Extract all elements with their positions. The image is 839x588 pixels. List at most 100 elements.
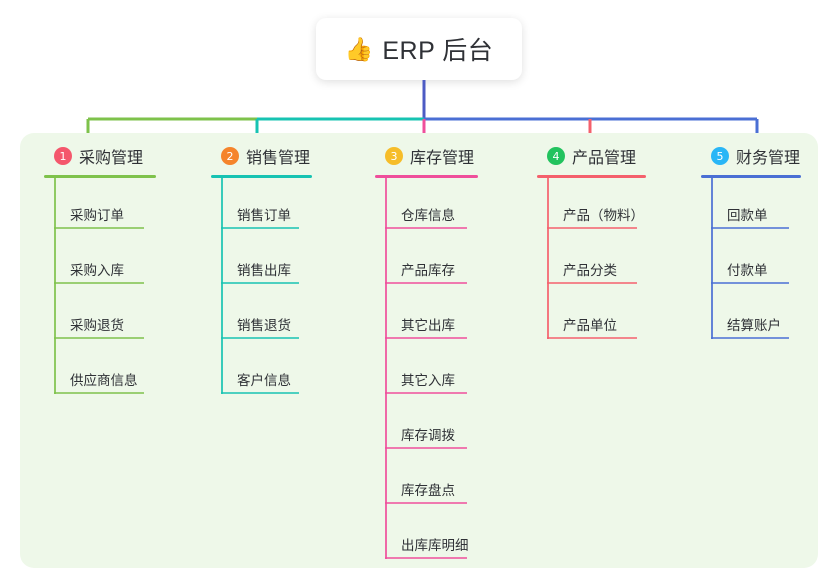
branch-item-list: 回款单付款单结算账户 [693, 178, 806, 343]
branch-item-list: 采购订单采购入库采购退货供应商信息 [36, 178, 163, 398]
branch-item[interactable]: 产品分类 [529, 233, 651, 288]
branch-item[interactable]: 产品（物料） [529, 178, 651, 233]
branch-item-underline [54, 392, 144, 394]
branch-title-label: 产品管理 [572, 150, 637, 167]
branch-spine [54, 178, 56, 394]
branch-header-underline [701, 175, 801, 178]
branch-item[interactable]: 其它出库 [367, 288, 482, 343]
branch-spine [547, 178, 549, 339]
branch-item[interactable]: 销售出库 [203, 233, 316, 288]
branch-item-underline [385, 227, 467, 229]
branch-item-underline [221, 282, 299, 284]
branch-item-label: 付款单 [727, 263, 768, 278]
branch-item-underline [711, 337, 789, 339]
branch-item-label: 采购退货 [70, 318, 124, 333]
branch-item-label: 回款单 [727, 208, 768, 223]
branch-title-label: 库存管理 [410, 150, 475, 167]
branch-item-underline [221, 392, 299, 394]
branch-column-库存管理[interactable]: 3 库存管理仓库信息产品库存其它出库其它入库库存调拨库存盘点出库库明细 [367, 143, 482, 563]
branch-item-underline [385, 557, 467, 559]
branch-item-label: 供应商信息 [70, 373, 138, 388]
branch-item-underline [385, 447, 467, 449]
branch-item-list: 销售订单销售出库销售退货客户信息 [203, 178, 316, 398]
branch-spine [711, 178, 713, 339]
branch-item[interactable]: 采购入库 [36, 233, 163, 288]
branch-item[interactable]: 付款单 [693, 233, 806, 288]
branch-header-库存管理[interactable]: 3 库存管理 [367, 143, 482, 169]
branch-item[interactable]: 仓库信息 [367, 178, 482, 233]
branch-item[interactable]: 销售订单 [203, 178, 316, 233]
branches-panel [20, 133, 818, 568]
branch-item-label: 采购订单 [70, 208, 124, 223]
branch-item-label: 库存调拨 [401, 428, 455, 443]
branch-item-underline [54, 337, 144, 339]
branch-number-badge-3: 3 [385, 147, 403, 165]
branch-header-underline [211, 175, 312, 178]
branch-item[interactable]: 结算账户 [693, 288, 806, 343]
branch-item-underline [385, 337, 467, 339]
root-node-erp-backend[interactable]: 👍 ERP 后台 [316, 18, 522, 80]
branch-title-label: 采购管理 [79, 150, 144, 167]
branch-item-label: 产品单位 [563, 318, 617, 333]
branch-header-采购管理[interactable]: 1 采购管理 [36, 143, 163, 169]
branch-item-list: 仓库信息产品库存其它出库其它入库库存调拨库存盘点出库库明细 [367, 178, 482, 563]
branch-item-label: 销售退货 [237, 318, 291, 333]
branch-item-label: 其它入库 [401, 373, 455, 388]
branch-column-产品管理[interactable]: 4 产品管理产品（物料） 产品分类产品单位 [529, 143, 651, 343]
branch-item[interactable]: 销售退货 [203, 288, 316, 343]
branch-item[interactable]: 回款单 [693, 178, 806, 233]
branch-spine [385, 178, 387, 559]
branch-item-label: 采购入库 [70, 263, 124, 278]
branch-item-label: 产品库存 [401, 263, 455, 278]
branch-item-list: 产品（物料） 产品分类产品单位 [529, 178, 651, 343]
branch-column-财务管理[interactable]: 5 财务管理回款单付款单结算账户 [693, 143, 806, 343]
branch-title-label: 财务管理 [736, 150, 801, 167]
branch-spine [221, 178, 223, 394]
branch-item[interactable]: 产品单位 [529, 288, 651, 343]
thumbs-up-icon: 👍 [344, 35, 374, 62]
branch-item[interactable]: 出库库明细 [367, 508, 482, 563]
branch-item-label: 产品分类 [563, 263, 617, 278]
branch-item[interactable]: 采购订单 [36, 178, 163, 233]
branch-item-label: 库存盘点 [401, 483, 455, 498]
branch-item-underline [547, 227, 637, 229]
branch-item[interactable]: 采购退货 [36, 288, 163, 343]
branch-header-财务管理[interactable]: 5 财务管理 [693, 143, 806, 169]
branch-item-underline [711, 227, 789, 229]
root-node-title: ERP 后台 [382, 37, 494, 65]
branch-item[interactable]: 客户信息 [203, 343, 316, 398]
branch-item-underline [385, 392, 467, 394]
branch-item-label: 仓库信息 [401, 208, 455, 223]
branch-number-badge-5: 5 [711, 147, 729, 165]
branch-item-label: 销售出库 [237, 263, 291, 278]
branch-header-产品管理[interactable]: 4 产品管理 [529, 143, 651, 169]
branch-item[interactable]: 产品库存 [367, 233, 482, 288]
branch-item-underline [54, 282, 144, 284]
branch-number-badge-4: 4 [547, 147, 565, 165]
branch-item[interactable]: 供应商信息 [36, 343, 163, 398]
branch-item-underline [54, 227, 144, 229]
branch-item[interactable]: 库存盘点 [367, 453, 482, 508]
branch-item[interactable]: 库存调拨 [367, 398, 482, 453]
branch-header-underline [537, 175, 646, 178]
branch-number-badge-1: 1 [54, 147, 72, 165]
branch-item-underline [547, 282, 637, 284]
branch-item-label: 结算账户 [727, 318, 781, 333]
branch-item-label: 销售订单 [237, 208, 291, 223]
branch-item[interactable]: 其它入库 [367, 343, 482, 398]
branch-item-underline [385, 502, 467, 504]
branch-column-采购管理[interactable]: 1 采购管理采购订单采购入库采购退货供应商信息 [36, 143, 163, 398]
branch-item-label: 出库库明细 [401, 538, 469, 553]
branch-item-underline [221, 227, 299, 229]
branch-number-badge-2: 2 [221, 147, 239, 165]
branch-item-underline [385, 282, 467, 284]
branch-item-label: 其它出库 [401, 318, 455, 333]
branch-item-label: 客户信息 [237, 373, 291, 388]
branch-item-underline [221, 337, 299, 339]
branch-item-label: 产品（物料） [563, 208, 644, 223]
branch-item-underline [711, 282, 789, 284]
branch-item-underline [547, 337, 637, 339]
